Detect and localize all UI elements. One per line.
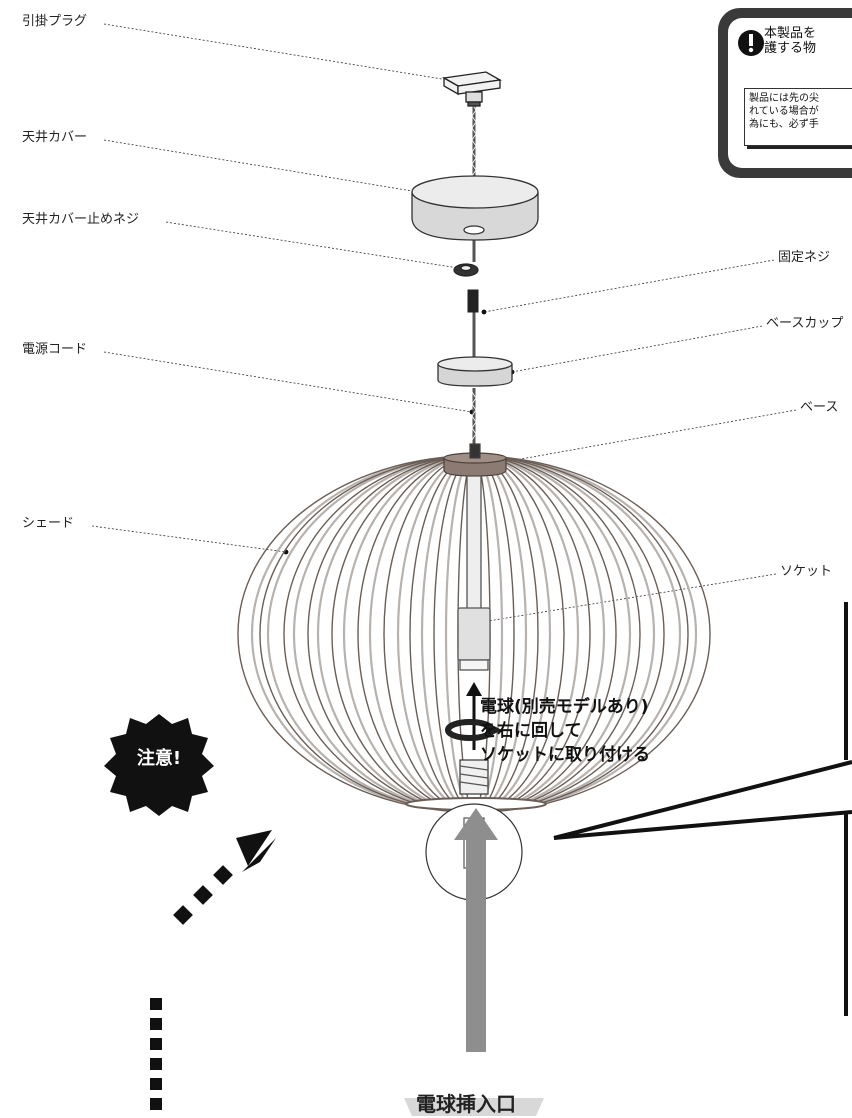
label-ceiling-cover: 天井カバー xyxy=(22,130,88,145)
caution-pointer xyxy=(150,830,276,1110)
label-power-cord: 電源コード xyxy=(22,342,88,357)
leader-base xyxy=(503,409,797,463)
label-ceiling-plug: 引掛プラグ xyxy=(22,14,88,29)
caution-badge-shape xyxy=(104,714,214,816)
caution-badge-label: 注意! xyxy=(136,748,182,769)
ceiling-cover-screw xyxy=(453,263,479,277)
bulb-entry-arrow xyxy=(404,808,544,1116)
warning-headline: 本製品を 護する物 xyxy=(764,26,817,56)
base-cup xyxy=(437,356,513,387)
leader-fixing-screw xyxy=(483,259,775,313)
exclamation-icon xyxy=(738,30,764,56)
fixing-screw xyxy=(467,289,479,313)
leader-base-cup xyxy=(511,325,763,373)
label-ceiling-cover-screw: 天井カバー止めネジ xyxy=(22,212,140,227)
warning-body: 製品には先の尖 れている場合が 為にも、必ず手 xyxy=(744,88,852,146)
shade-base xyxy=(443,443,507,477)
label-shade: シェード xyxy=(22,516,75,531)
leader-power-cord xyxy=(103,351,473,413)
leader-socket xyxy=(481,573,777,623)
leader-ceiling-screw xyxy=(165,221,459,269)
warning-panel-inner: 本製品を 護する物 製品には先の尖 れている場合が 為にも、必ず手 xyxy=(728,18,852,168)
ceiling-plug xyxy=(442,71,502,107)
label-base-cup: ベースカップ xyxy=(766,316,844,331)
label-socket: ソケット xyxy=(780,564,833,579)
leader-shade xyxy=(91,525,287,553)
callout-lines xyxy=(553,602,852,1016)
bulb-instruction: 電球(別売モデルあり) を右に回して ソケットに取り付ける xyxy=(480,697,650,765)
ceiling-cover xyxy=(411,175,539,241)
leader-ceiling-cover xyxy=(103,139,419,193)
label-base: ベース xyxy=(800,400,839,415)
label-fixing-screw: 固定ネジ xyxy=(778,250,831,265)
rotate-right-icon xyxy=(445,719,502,741)
bulb-entry-label: 電球挿入口 xyxy=(416,1092,516,1116)
socket-assembly xyxy=(457,475,491,671)
leader-plug xyxy=(103,23,449,81)
